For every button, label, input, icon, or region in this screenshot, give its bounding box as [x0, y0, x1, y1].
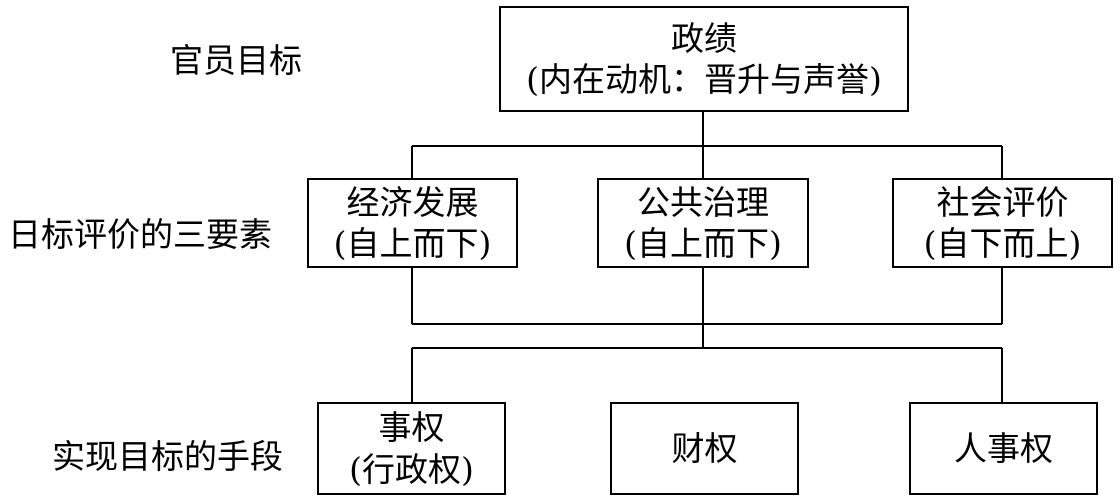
row-label-elements: 日标评价的三要素 — [8, 215, 272, 254]
box-personnel-power-title: 人事权 — [954, 428, 1053, 468]
box-public-governance: 公共治理 (自上而下) — [597, 178, 809, 268]
top-box-performance: 政绩 (内在动机：晋升与声誉) — [499, 6, 909, 112]
box-social-evaluation-direction: (自下而上) — [923, 224, 1082, 263]
box-social-evaluation: 社会评价 (自下而上) — [892, 178, 1113, 268]
box-public-governance-title: 公共治理 — [637, 182, 769, 222]
box-public-governance-direction: (自上而下) — [624, 224, 782, 263]
box-economic-development-direction: (自上而下) — [333, 224, 492, 263]
box-financial-power: 财权 — [610, 402, 799, 495]
row-label-means: 实现目标的手段 — [52, 437, 283, 476]
box-economic-development-title: 经济发展 — [346, 182, 479, 222]
box-economic-development: 经济发展 (自上而下) — [307, 178, 518, 268]
box-administrative-power-note: (行政权) — [349, 449, 474, 489]
top-box-title: 政绩 — [671, 18, 737, 58]
box-personnel-power: 人事权 — [909, 402, 1098, 495]
box-administrative-power-title: 事权 — [378, 408, 445, 448]
box-administrative-power: 事权 (行政权) — [317, 402, 506, 495]
box-social-evaluation-title: 社会评价 — [936, 182, 1069, 222]
box-financial-power-title: 财权 — [671, 428, 738, 468]
row-label-goal: 官员目标 — [170, 41, 302, 80]
top-box-subtitle: (内在动机：晋升与声誉) — [526, 60, 882, 99]
